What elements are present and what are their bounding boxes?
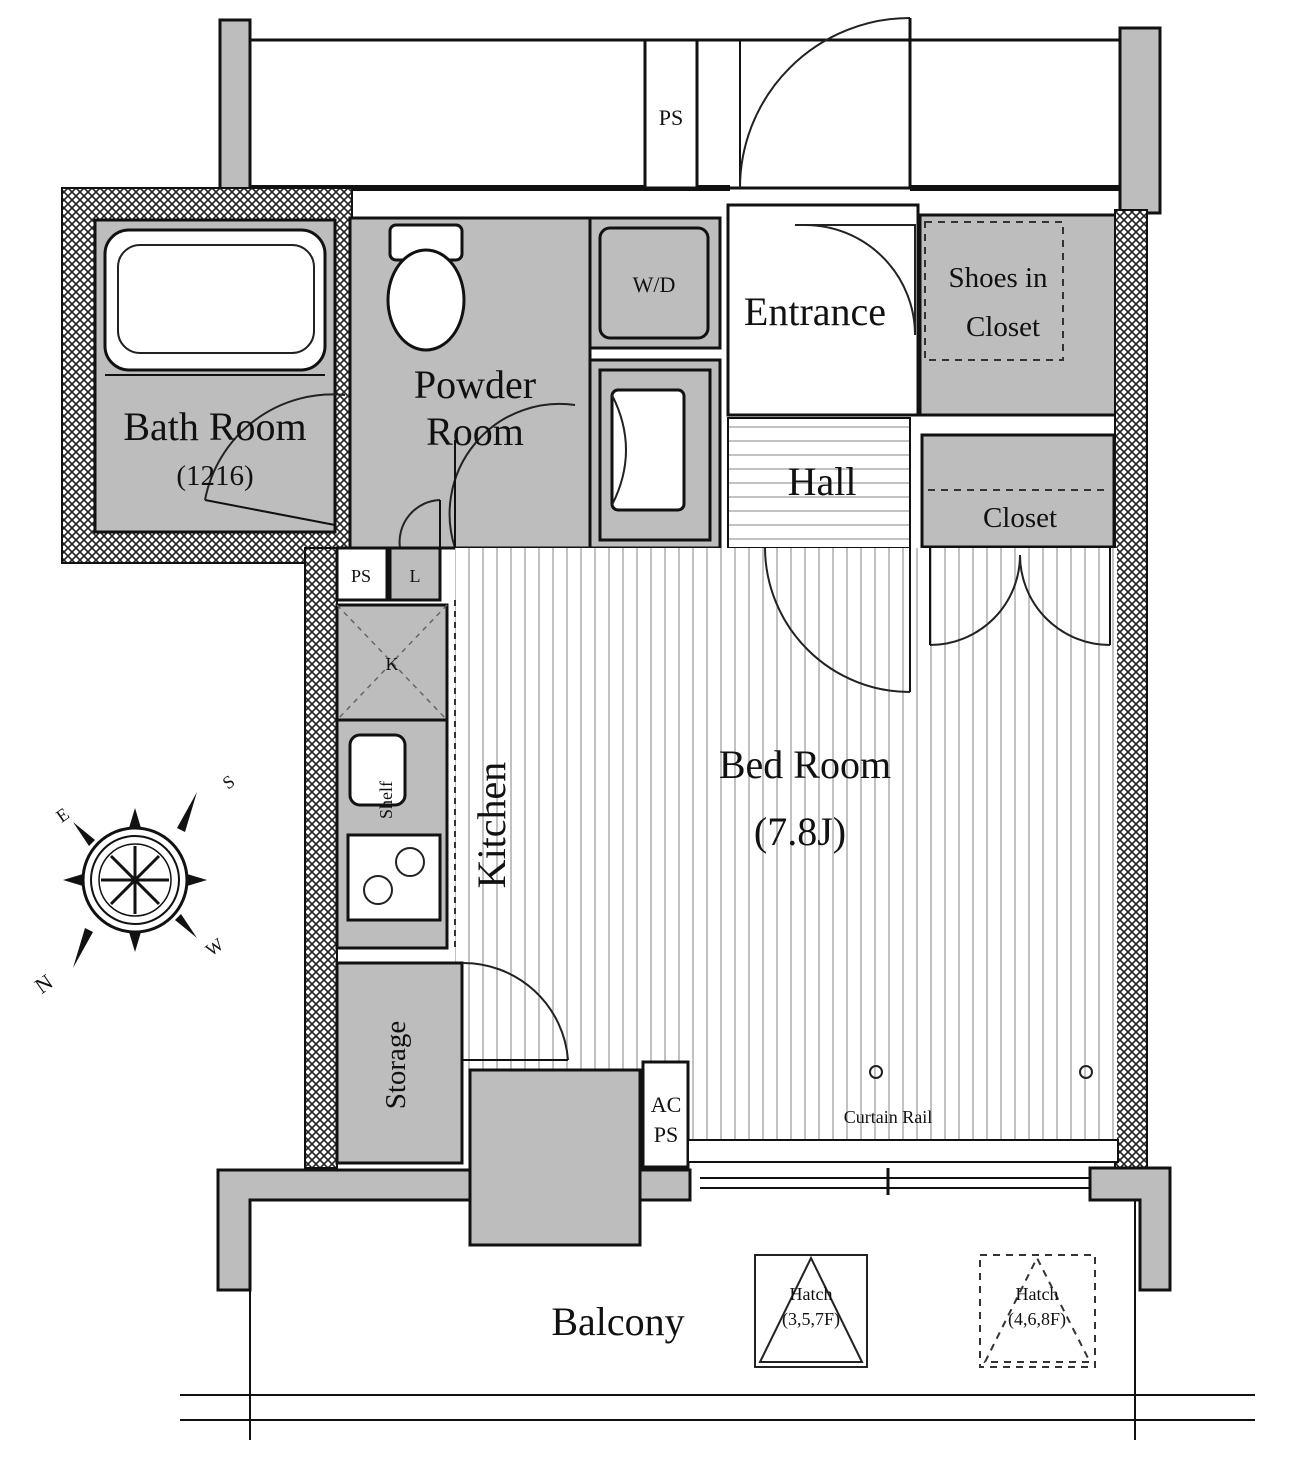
powder-door-swing	[448, 402, 576, 549]
column	[468, 1068, 642, 1247]
closet	[920, 433, 1116, 549]
ps-top-label: PS	[659, 105, 683, 130]
bath-door	[204, 499, 336, 526]
ac-ps-label: PS	[654, 1122, 678, 1147]
closet-label: Closet	[983, 502, 1057, 534]
powder-label-1: Powder	[414, 362, 536, 407]
storage-door-swing	[461, 961, 569, 1061]
storage	[335, 961, 464, 1165]
cooktop	[346, 833, 442, 922]
bath-size-label: (1216)	[176, 460, 253, 492]
curtain-rail-label: Curtain Rail	[844, 1107, 933, 1127]
powder-label-2: Room	[426, 409, 524, 454]
hatch-1	[754, 1254, 868, 1368]
hall-area	[727, 417, 911, 549]
entrance-area	[726, 203, 920, 417]
hatch2-floors-label: (4,6,8F)	[1008, 1309, 1066, 1330]
hall-door-swing	[764, 547, 911, 693]
right-wall	[1114, 209, 1148, 1171]
compass-n-label: N	[30, 969, 57, 999]
ps-small-label: PS	[351, 566, 371, 586]
powder-room	[348, 216, 592, 550]
ps-small-box	[335, 546, 389, 602]
k-label: K	[386, 654, 399, 674]
bedroom-label: Bed Room	[719, 742, 891, 787]
entrance-label: Entrance	[744, 289, 886, 334]
storage-label: Storage	[380, 1021, 412, 1110]
hall-label: Hall	[788, 459, 857, 504]
toilet-bowl	[386, 248, 466, 352]
hatch1-floors-label: (3,5,7F)	[782, 1309, 840, 1330]
balcony-label: Balcony	[551, 1299, 684, 1344]
bedroom-size-label: (7.8J)	[754, 809, 846, 854]
compass-s-label: S	[219, 771, 239, 793]
kitchen-wall	[304, 547, 338, 1169]
bedroom-floor	[455, 548, 1117, 1160]
compass-w-label: W	[202, 934, 227, 960]
entrance-door-swing	[739, 17, 911, 189]
kitchen-sink	[348, 733, 407, 807]
shoes-label-2: Closet	[966, 311, 1040, 343]
shoes-label-1: Shoes in	[948, 262, 1048, 294]
shoe-closet	[918, 213, 1122, 417]
compass-e-label: E	[52, 804, 72, 827]
compass-icon	[63, 792, 207, 968]
shelf-label: Shelf	[376, 781, 396, 819]
l-label: L	[410, 566, 421, 586]
ac-ps-box	[641, 1060, 690, 1169]
top-corridor	[218, 18, 1162, 215]
ac-label: AC	[651, 1092, 682, 1117]
balcony-right-wall	[1088, 1166, 1172, 1292]
bathtub	[103, 228, 327, 372]
wd-label: W/D	[633, 272, 676, 297]
hatch-2	[979, 1254, 1096, 1368]
l-box	[388, 546, 442, 602]
hatch2-label: Hatch	[1016, 1284, 1059, 1304]
hatch1-label: Hatch	[790, 1284, 833, 1304]
balcony-left-wall	[216, 1168, 472, 1292]
kitchen-label: Kitchen	[469, 762, 514, 889]
bath-room-label: Bath Room	[123, 404, 306, 449]
window	[687, 1139, 1119, 1163]
